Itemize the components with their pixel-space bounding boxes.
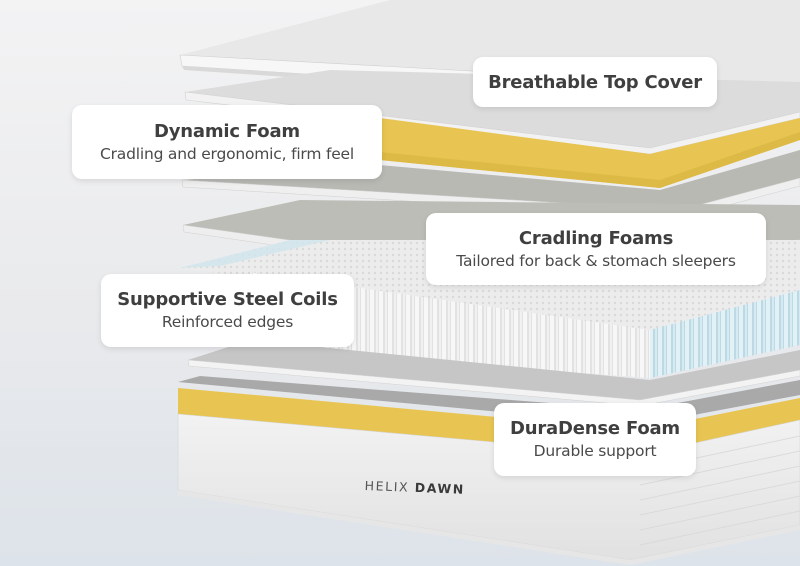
- callout-supportive-steel-coils: Supportive Steel Coils Reinforced edges: [101, 274, 354, 347]
- callout-cradling-foams: Cradling Foams Tailored for back & stoma…: [426, 213, 766, 285]
- callout-duradense-foam: DuraDense Foam Durable support: [494, 403, 696, 476]
- callout-subtitle: Durable support: [533, 442, 657, 460]
- callout-dynamic-foam: Dynamic Foam Cradling and ergonomic, fir…: [72, 105, 382, 179]
- callout-subtitle: Cradling and ergonomic, firm feel: [100, 144, 354, 163]
- callout-breathable-top-cover: Breathable Top Cover: [473, 57, 717, 107]
- callout-title: Supportive Steel Coils: [117, 289, 338, 310]
- callout-title: Breathable Top Cover: [488, 71, 702, 93]
- layer-gray-foam-3: [187, 340, 800, 407]
- callout-title: DuraDense Foam: [510, 418, 680, 439]
- callout-title: Cradling Foams: [518, 227, 674, 249]
- model-name: DAWN: [414, 479, 466, 497]
- brand-name: HELIX: [364, 478, 410, 495]
- callout-subtitle: Tailored for back & stomach sleepers: [456, 251, 736, 270]
- layer-duradense-base: [177, 376, 800, 565]
- callout-title: Dynamic Foam: [154, 120, 300, 142]
- callout-subtitle: Reinforced edges: [161, 313, 294, 331]
